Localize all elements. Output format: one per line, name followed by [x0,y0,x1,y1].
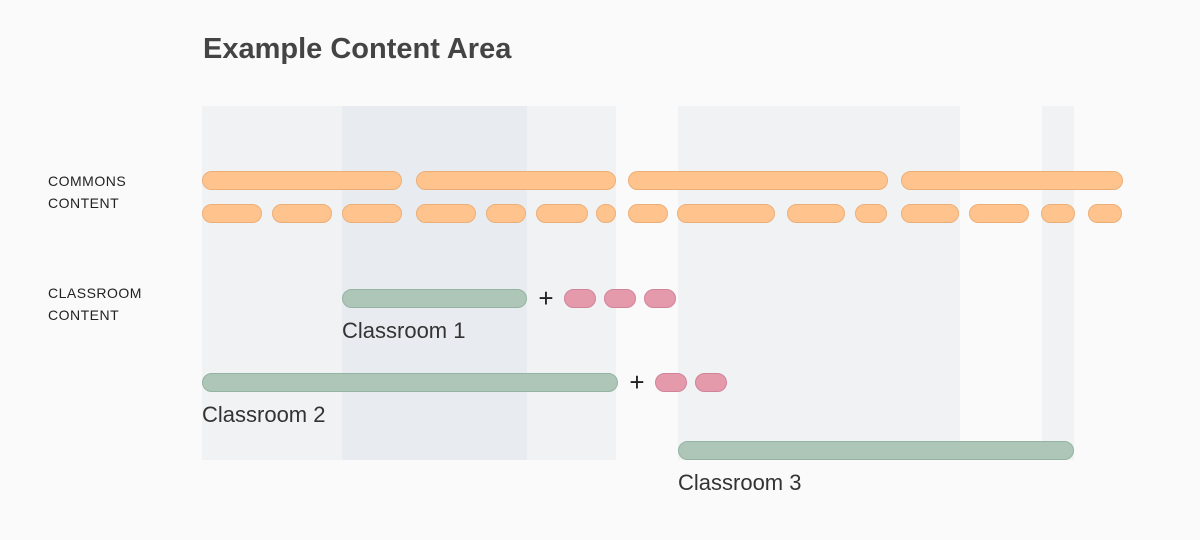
classroom-3-content-bar [678,441,1074,460]
commons-item [855,204,887,223]
commons-item [787,204,845,223]
commons-item [202,171,402,190]
classroom-label-line-2: CONTENT [48,307,120,323]
commons-item [416,171,616,190]
commons-content-label: COMMONS CONTENT [48,170,126,214]
commons-item [486,204,526,223]
commons-label-line-2: CONTENT [48,195,120,211]
classroom-1-extra-item [604,289,636,308]
commons-item [901,204,959,223]
background-band [202,106,342,460]
commons-item [596,204,616,223]
commons-item [628,204,668,223]
page-title: Example Content Area [203,33,512,65]
background-band [527,106,616,460]
commons-item [272,204,332,223]
commons-label-line-1: COMMONS [48,173,127,189]
commons-item [1041,204,1075,223]
classroom-1-extra-item [564,289,596,308]
commons-item [536,204,588,223]
classroom-1-caption: Classroom 1 [342,318,466,343]
commons-item [1088,204,1122,223]
commons-item [416,204,476,223]
classroom-3-caption: Classroom 3 [678,470,802,495]
background-band [1042,106,1074,460]
commons-item [969,204,1029,223]
commons-item [901,171,1123,190]
classroom-content-label: CLASSROOM CONTENT [48,282,142,326]
background-band [342,106,527,460]
background-band [678,106,960,460]
classroom-2-caption: Classroom 2 [202,402,326,427]
commons-item [342,204,402,223]
commons-item [628,171,888,190]
classroom-label-line-1: CLASSROOM [48,285,142,301]
classroom-1-content-bar [342,289,527,308]
classroom-2-extra-item [695,373,727,392]
classroom-2-plus: + [629,367,645,397]
classroom-2-content-bar [202,373,618,392]
commons-item [202,204,262,223]
classroom-2-extra-item [655,373,687,392]
commons-item [677,204,775,223]
classroom-1-extra-item [644,289,676,308]
classroom-1-plus: + [538,283,554,313]
